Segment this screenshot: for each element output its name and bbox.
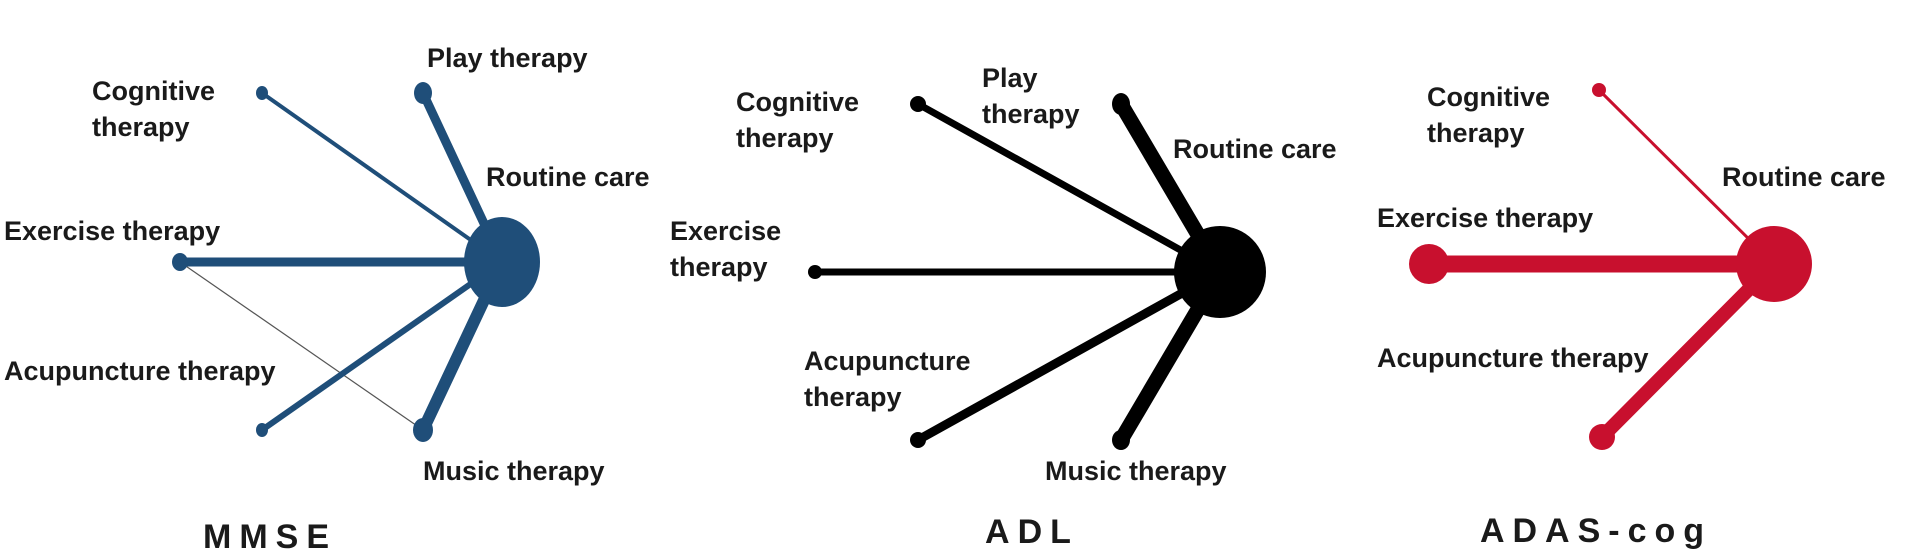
label-cognitive-line: Cognitive (1427, 82, 1550, 112)
label-exercise: Exercise therapy (670, 216, 781, 282)
label-cognitive-line: Cognitive (736, 87, 859, 117)
label-acupuncture-line: Acupuncture therapy (4, 356, 276, 386)
label-cognitive: Cognitive therapy (92, 76, 215, 142)
node-exercise (172, 253, 188, 271)
label-exercise-line: Exercise therapy (1377, 203, 1593, 233)
edge-routine-care-cognitive (1597, 88, 1776, 266)
label-exercise: Exercise therapy (1377, 203, 1593, 233)
label-acupuncture: Acupuncture therapy (804, 346, 971, 412)
label-routine-care: Routine care (1173, 134, 1337, 164)
label-acupuncture-line: Acupuncture (804, 346, 971, 376)
node-play (1112, 93, 1130, 115)
label-exercise-line: therapy (670, 252, 768, 282)
label-music: Music therapy (423, 456, 605, 486)
label-acupuncture-line: Acupuncture therapy (1377, 343, 1649, 373)
node-cognitive (256, 86, 268, 100)
node-exercise (1409, 244, 1449, 284)
edge-routine-care-acupuncture (259, 259, 505, 433)
label-routine-care: Routine care (1722, 162, 1886, 192)
panel-title: ADL (985, 513, 1079, 551)
label-play: Play therapy (427, 43, 588, 73)
node-acupuncture (910, 432, 926, 448)
edge-routine-care-cognitive (914, 100, 1224, 276)
edge-routine-care-acupuncture (1595, 257, 1781, 444)
label-play-line: therapy (982, 99, 1080, 129)
edge-routine-care-cognitive (260, 91, 504, 264)
edge-exercise-music (179, 261, 424, 431)
label-acupuncture: Acupuncture therapy (1377, 343, 1649, 373)
label-music: Music therapy (1045, 456, 1227, 486)
node-exercise (808, 265, 822, 279)
node-cognitive (910, 96, 926, 112)
label-music-line: Music therapy (1045, 456, 1227, 486)
node-music (413, 418, 433, 442)
node-music (1112, 430, 1130, 450)
label-cognitive: Cognitive therapy (736, 87, 859, 153)
node-routine-care (464, 217, 540, 307)
edge-routine-care-acupuncture (913, 267, 1225, 445)
node-acupuncture (1589, 424, 1615, 450)
label-cognitive-line: therapy (1427, 118, 1525, 148)
panel-title: ADAS-cog (1480, 512, 1712, 550)
label-cognitive-line: therapy (736, 123, 834, 153)
node-routine-care (1736, 226, 1812, 302)
label-exercise: Exercise therapy (4, 216, 220, 246)
label-play-line: Play (982, 63, 1038, 93)
label-play-line: Play therapy (427, 43, 588, 73)
label-cognitive-line: Cognitive (92, 76, 215, 106)
node-play (414, 82, 432, 104)
panel-title: MMSE (203, 518, 337, 555)
label-cognitive: Cognitive therapy (1427, 82, 1550, 148)
node-routine-care (1174, 226, 1266, 318)
label-acupuncture: Acupuncture therapy (4, 356, 276, 386)
label-music-line: Music therapy (423, 456, 605, 486)
label-acupuncture-line: therapy (804, 382, 902, 412)
node-cognitive (1592, 83, 1606, 97)
label-exercise-line: Exercise therapy (4, 216, 220, 246)
label-cognitive-line: therapy (92, 112, 190, 142)
label-routine-care: Routine care (486, 162, 650, 192)
label-exercise-line: Exercise (670, 216, 781, 246)
label-play: Play therapy (982, 63, 1080, 129)
node-acupuncture (256, 423, 268, 437)
